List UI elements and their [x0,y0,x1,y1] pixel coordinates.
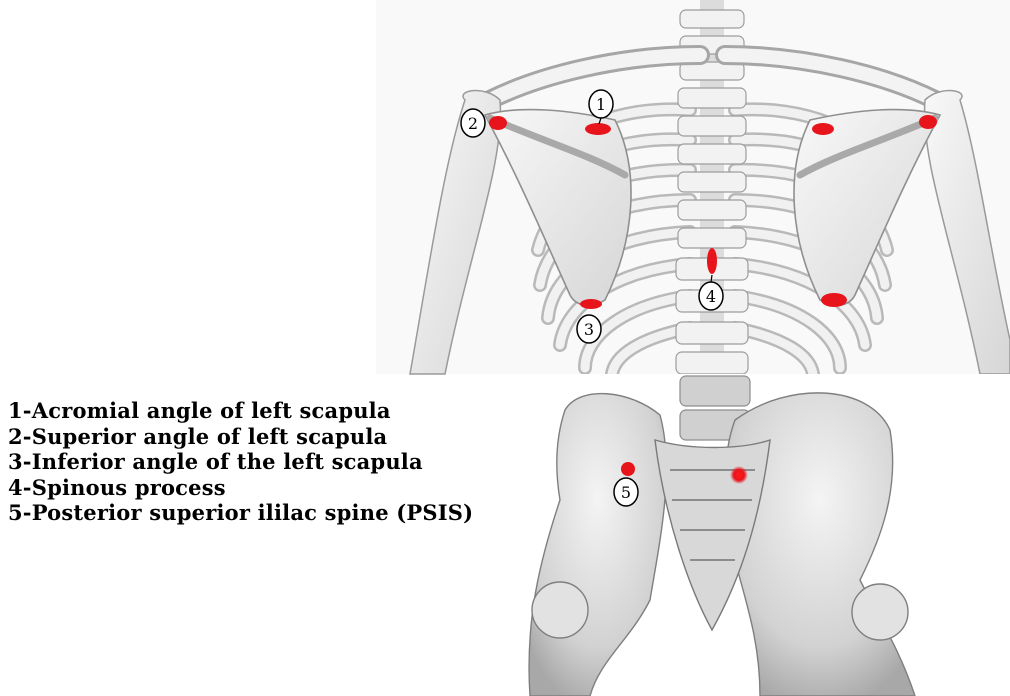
marker-psis-left [621,462,635,476]
marker-acromial-angle-left [585,123,611,135]
marker-spinous-process [707,248,717,274]
thorax-panel [376,0,1010,374]
svg-text:1: 1 [596,95,606,114]
legend-item-2: 2-Superior angle of left scapula [8,424,473,450]
callout-3: 3 [577,315,601,343]
marker-acromial-angle-right [812,123,834,135]
svg-text:2: 2 [468,114,478,133]
legend-item-1: 1-Acromial angle of left scapula [8,398,473,424]
marker-inferior-angle-left [580,299,602,309]
callout-2: 2 [461,109,485,137]
legend-item-5: 5-Posterior superior ililac spine (PSIS) [8,500,473,526]
svg-text:4: 4 [706,287,716,306]
svg-text:3: 3 [584,320,594,339]
marker-superior-angle-right [919,115,937,129]
legend-item-4: 4-Spinous process [8,475,473,501]
legend: 1-Acromial angle of left scapula 2-Super… [8,398,473,526]
pelvis-panel [520,374,1010,696]
svg-text:5: 5 [621,483,631,502]
legend-item-3: 3-Inferior angle of the left scapula [8,449,473,475]
callout-5: 5 [614,478,638,506]
marker-superior-angle-left [489,116,507,130]
marker-psis-right [730,466,748,484]
marker-inferior-angle-right [821,293,847,307]
